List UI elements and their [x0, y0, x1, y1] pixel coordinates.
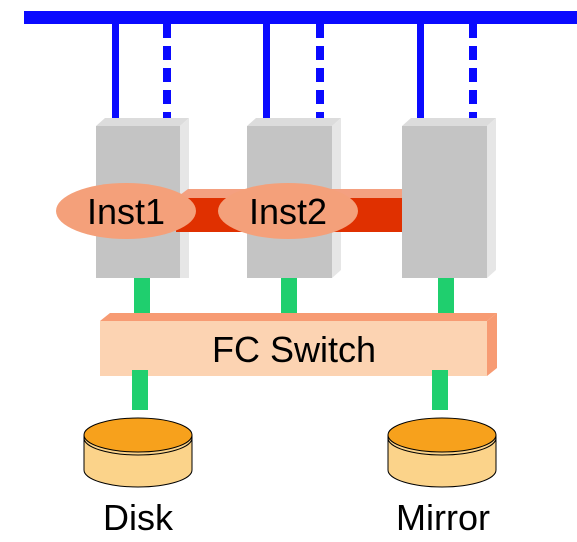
network-drop-dashed-2 — [316, 24, 324, 126]
instance-2-ellipse — [218, 183, 358, 239]
instance-2: Inst2 — [218, 183, 358, 239]
disk-label: Disk — [103, 497, 174, 538]
network-bus-line — [24, 11, 577, 24]
fc-links-upper — [134, 278, 454, 320]
network-drop-1 — [112, 24, 119, 126]
server-3 — [402, 118, 496, 278]
fc-link-2 — [281, 278, 297, 320]
network-drop-dashed-1 — [163, 24, 171, 126]
fc-switch-label: FC Switch — [212, 329, 376, 370]
fc-link-1 — [134, 278, 150, 320]
fc-link-3 — [438, 278, 454, 320]
instance-1: Inst1 — [56, 183, 196, 239]
network-drop-2 — [263, 24, 270, 126]
disk-cylinder — [83, 417, 193, 488]
instance-2-label: Inst2 — [249, 191, 327, 232]
network-drop-3 — [417, 24, 424, 126]
mirror-label: Mirror — [396, 497, 490, 538]
fc-link-mirror — [432, 370, 448, 410]
fc-link-disk — [132, 370, 148, 410]
fc-switch: FC Switch — [100, 313, 497, 376]
instance-1-label: Inst1 — [87, 191, 165, 232]
instance-1-ellipse — [56, 183, 196, 239]
network-drop-dashed-3 — [469, 24, 477, 126]
network-bus — [24, 11, 577, 126]
fc-links-lower — [132, 370, 448, 410]
mirror-cylinder — [387, 417, 497, 488]
